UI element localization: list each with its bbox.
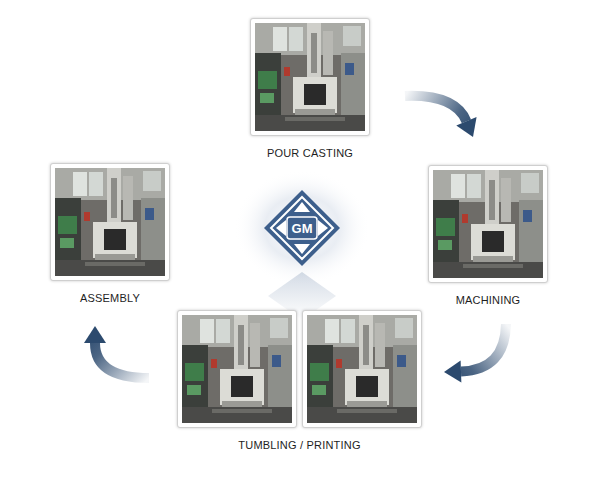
logo-text-holder: GM — [262, 188, 342, 268]
step-label: MACHINING — [456, 294, 521, 306]
arrow-shaft — [95, 343, 149, 378]
step-label: TUMBLING / PRINTING — [238, 439, 360, 451]
photo-group — [50, 163, 170, 281]
factory-photo — [307, 315, 417, 423]
step-label: ASSEMBLY — [80, 292, 140, 304]
photo-frame — [302, 310, 422, 428]
logo-node: GM — [262, 188, 342, 268]
photo-frame — [50, 163, 170, 281]
factory-photo — [182, 315, 292, 423]
process-step: ASSEMBLY — [50, 163, 170, 304]
process-step: TUMBLING / PRINTING — [177, 310, 422, 451]
factory-photo — [55, 168, 165, 276]
arrow-head — [84, 326, 106, 343]
step-label: POUR CASTING — [267, 147, 353, 159]
arrow-head — [456, 117, 476, 137]
photo-frame — [250, 18, 370, 136]
photo-frame — [428, 165, 548, 283]
photo-group — [428, 165, 548, 283]
arrow-shaft — [461, 324, 506, 371]
factory-photo — [255, 23, 365, 131]
photo-group — [177, 310, 422, 428]
arrow-shaft — [405, 96, 466, 121]
factory-photo — [433, 170, 543, 278]
photo-frame — [177, 310, 297, 428]
process-step: POUR CASTING — [250, 18, 370, 159]
logo-text: GM — [292, 221, 313, 236]
process-step: MACHINING — [428, 165, 548, 306]
flow-arrow — [84, 326, 149, 378]
photo-group — [250, 18, 370, 136]
flow-arrow — [405, 96, 477, 137]
flow-arrow — [444, 324, 506, 382]
arrow-head — [444, 360, 461, 382]
